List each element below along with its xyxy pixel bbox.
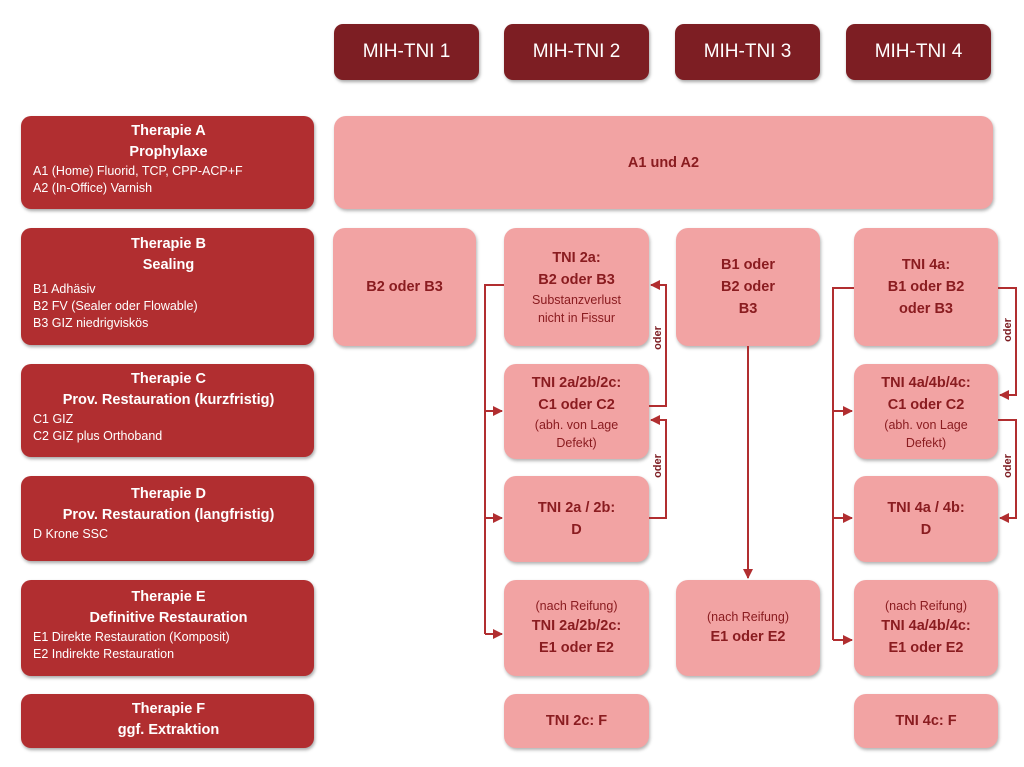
therapy-a-title: Therapie A bbox=[131, 123, 206, 139]
therapy-a-line: A1 (Home) Fluorid, TCP, CPP-ACP+F bbox=[33, 164, 243, 178]
therapy-f-title: Therapie F bbox=[131, 701, 206, 717]
cell-a-all: A1 und A2 bbox=[334, 116, 993, 209]
therapy-b-line: B2 FV (Sealer oder Flowable) bbox=[33, 299, 198, 313]
header-mih-tni-3: MIH-TNI 3 bbox=[675, 24, 820, 80]
therapy-e-title: Therapie E bbox=[131, 589, 206, 605]
therapy-a-subtitle: Prophylaxe bbox=[129, 144, 208, 160]
therapy-d-subtitle: Prov. Restauration (langfristig) bbox=[62, 507, 275, 523]
tni4-branch-line bbox=[832, 287, 854, 640]
cell-b-tni2: TNI 2a: B2 oder B3 Substanzverlust nicht… bbox=[504, 228, 649, 346]
therapy-f-subtitle: ggf. Extraktion bbox=[117, 722, 220, 738]
header-mih-tni-4: MIH-TNI 4 bbox=[846, 24, 991, 80]
cell-e-tni3: (nach Reifung) E1 oder E2 bbox=[676, 580, 820, 676]
cell-c-tni2: TNI 2a/2b/2c: C1 oder C2 (abh. von Lage … bbox=[504, 364, 649, 459]
cell-e-tni2: (nach Reifung) TNI 2a/2b/2c: E1 oder E2 bbox=[504, 580, 649, 676]
therapy-e-line: E2 Indirekte Restauration bbox=[33, 647, 175, 661]
therapy-b-line: B3 GIZ niedrigviskös bbox=[33, 316, 149, 330]
therapy-c-line: C2 GIZ plus Orthoband bbox=[33, 429, 163, 443]
cell-f-tni4: TNI 4c: F bbox=[854, 694, 998, 748]
header-mih-tni-2: MIH-TNI 2 bbox=[504, 24, 649, 80]
therapy-b-title: Therapie B bbox=[131, 236, 206, 252]
therapy-b-line: B1 Adhäsiv bbox=[33, 282, 96, 296]
therapy-c-line: C1 GIZ bbox=[33, 412, 74, 426]
therapy-f-box: Therapie F ggf. Extraktion bbox=[21, 694, 314, 748]
oder-label: oder bbox=[651, 454, 664, 478]
therapy-d-title: Therapie D bbox=[131, 486, 206, 502]
therapy-d-box: Therapie D Prov. Restauration (langfrist… bbox=[21, 476, 314, 561]
header-mih-tni-1: MIH-TNI 1 bbox=[334, 24, 479, 80]
cell-e-tni4: (nach Reifung) TNI 4a/4b/4c: E1 oder E2 bbox=[854, 580, 998, 676]
therapy-c-box: Therapie C Prov. Restauration (kurzfrist… bbox=[21, 364, 314, 457]
tni2-branch-line bbox=[484, 284, 504, 634]
cell-b-tni3: B1 oder B2 oder B3 bbox=[676, 228, 820, 346]
therapy-e-box: Therapie E Definitive Restauration E1 Di… bbox=[21, 580, 314, 676]
cell-f-tni2: TNI 2c: F bbox=[504, 694, 649, 748]
therapy-e-line: E1 Direkte Restauration (Komposit) bbox=[33, 630, 230, 644]
cell-b-tni1: B2 oder B3 bbox=[333, 228, 476, 346]
oder-label: oder bbox=[1001, 318, 1014, 342]
therapy-c-subtitle: Prov. Restauration (kurzfristig) bbox=[62, 392, 275, 408]
therapy-a-box: Therapie A Prophylaxe A1 (Home) Fluorid,… bbox=[21, 116, 314, 209]
oder-label: oder bbox=[1001, 454, 1014, 478]
tni2-oder-bc bbox=[649, 280, 667, 407]
cell-d-tni2: TNI 2a / 2b: D bbox=[504, 476, 649, 562]
therapy-e-subtitle: Definitive Restauration bbox=[89, 610, 248, 626]
therapy-d-line: D Krone SSC bbox=[33, 527, 109, 541]
cell-d-tni4: TNI 4a / 4b: D bbox=[854, 476, 998, 562]
cell-c-tni4: TNI 4a/4b/4c: C1 oder C2 (abh. von Lage … bbox=[854, 364, 998, 459]
therapy-a-line: A2 (In-Office) Varnish bbox=[33, 181, 153, 195]
therapy-c-title: Therapie C bbox=[131, 371, 206, 387]
oder-label: oder bbox=[651, 326, 664, 350]
tni4-oder-cd bbox=[998, 419, 1017, 523]
therapy-b-box: Therapie B Sealing B1 Adhäsiv B2 FV (Sea… bbox=[21, 228, 314, 345]
tni2-oder-cd bbox=[649, 415, 667, 519]
cell-b-tni4: TNI 4a: B1 oder B2 oder B3 bbox=[854, 228, 998, 346]
therapy-b-subtitle: Sealing bbox=[142, 257, 195, 273]
tni4-oder-bc bbox=[998, 287, 1017, 400]
